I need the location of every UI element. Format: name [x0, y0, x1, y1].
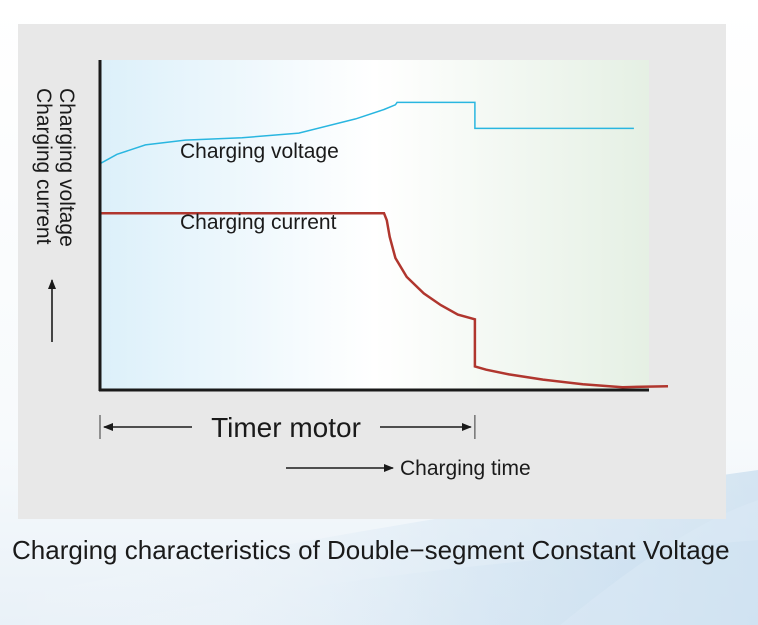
figure-caption: Charging characteristics of Double−segme… — [12, 535, 730, 565]
x-axis-label: Charging time — [400, 457, 531, 480]
series-line-charging-voltage — [99, 101, 634, 165]
series-line-charging-current — [100, 211, 669, 389]
charging-characteristics-chart: Charging voltage Charging current Chargi… — [32, 60, 669, 480]
chart-panel: Charging voltage Charging current Chargi… — [18, 24, 726, 519]
y-axis-label-current: Charging current — [32, 88, 55, 245]
plot-area — [100, 60, 649, 390]
y-axis-label-voltage: Charging voltage — [55, 88, 78, 247]
series-label-charging-voltage: Charging voltage — [180, 140, 339, 163]
timer-motor-label: Timer motor — [211, 412, 361, 443]
series-label-charging-current: Charging current — [180, 211, 337, 234]
